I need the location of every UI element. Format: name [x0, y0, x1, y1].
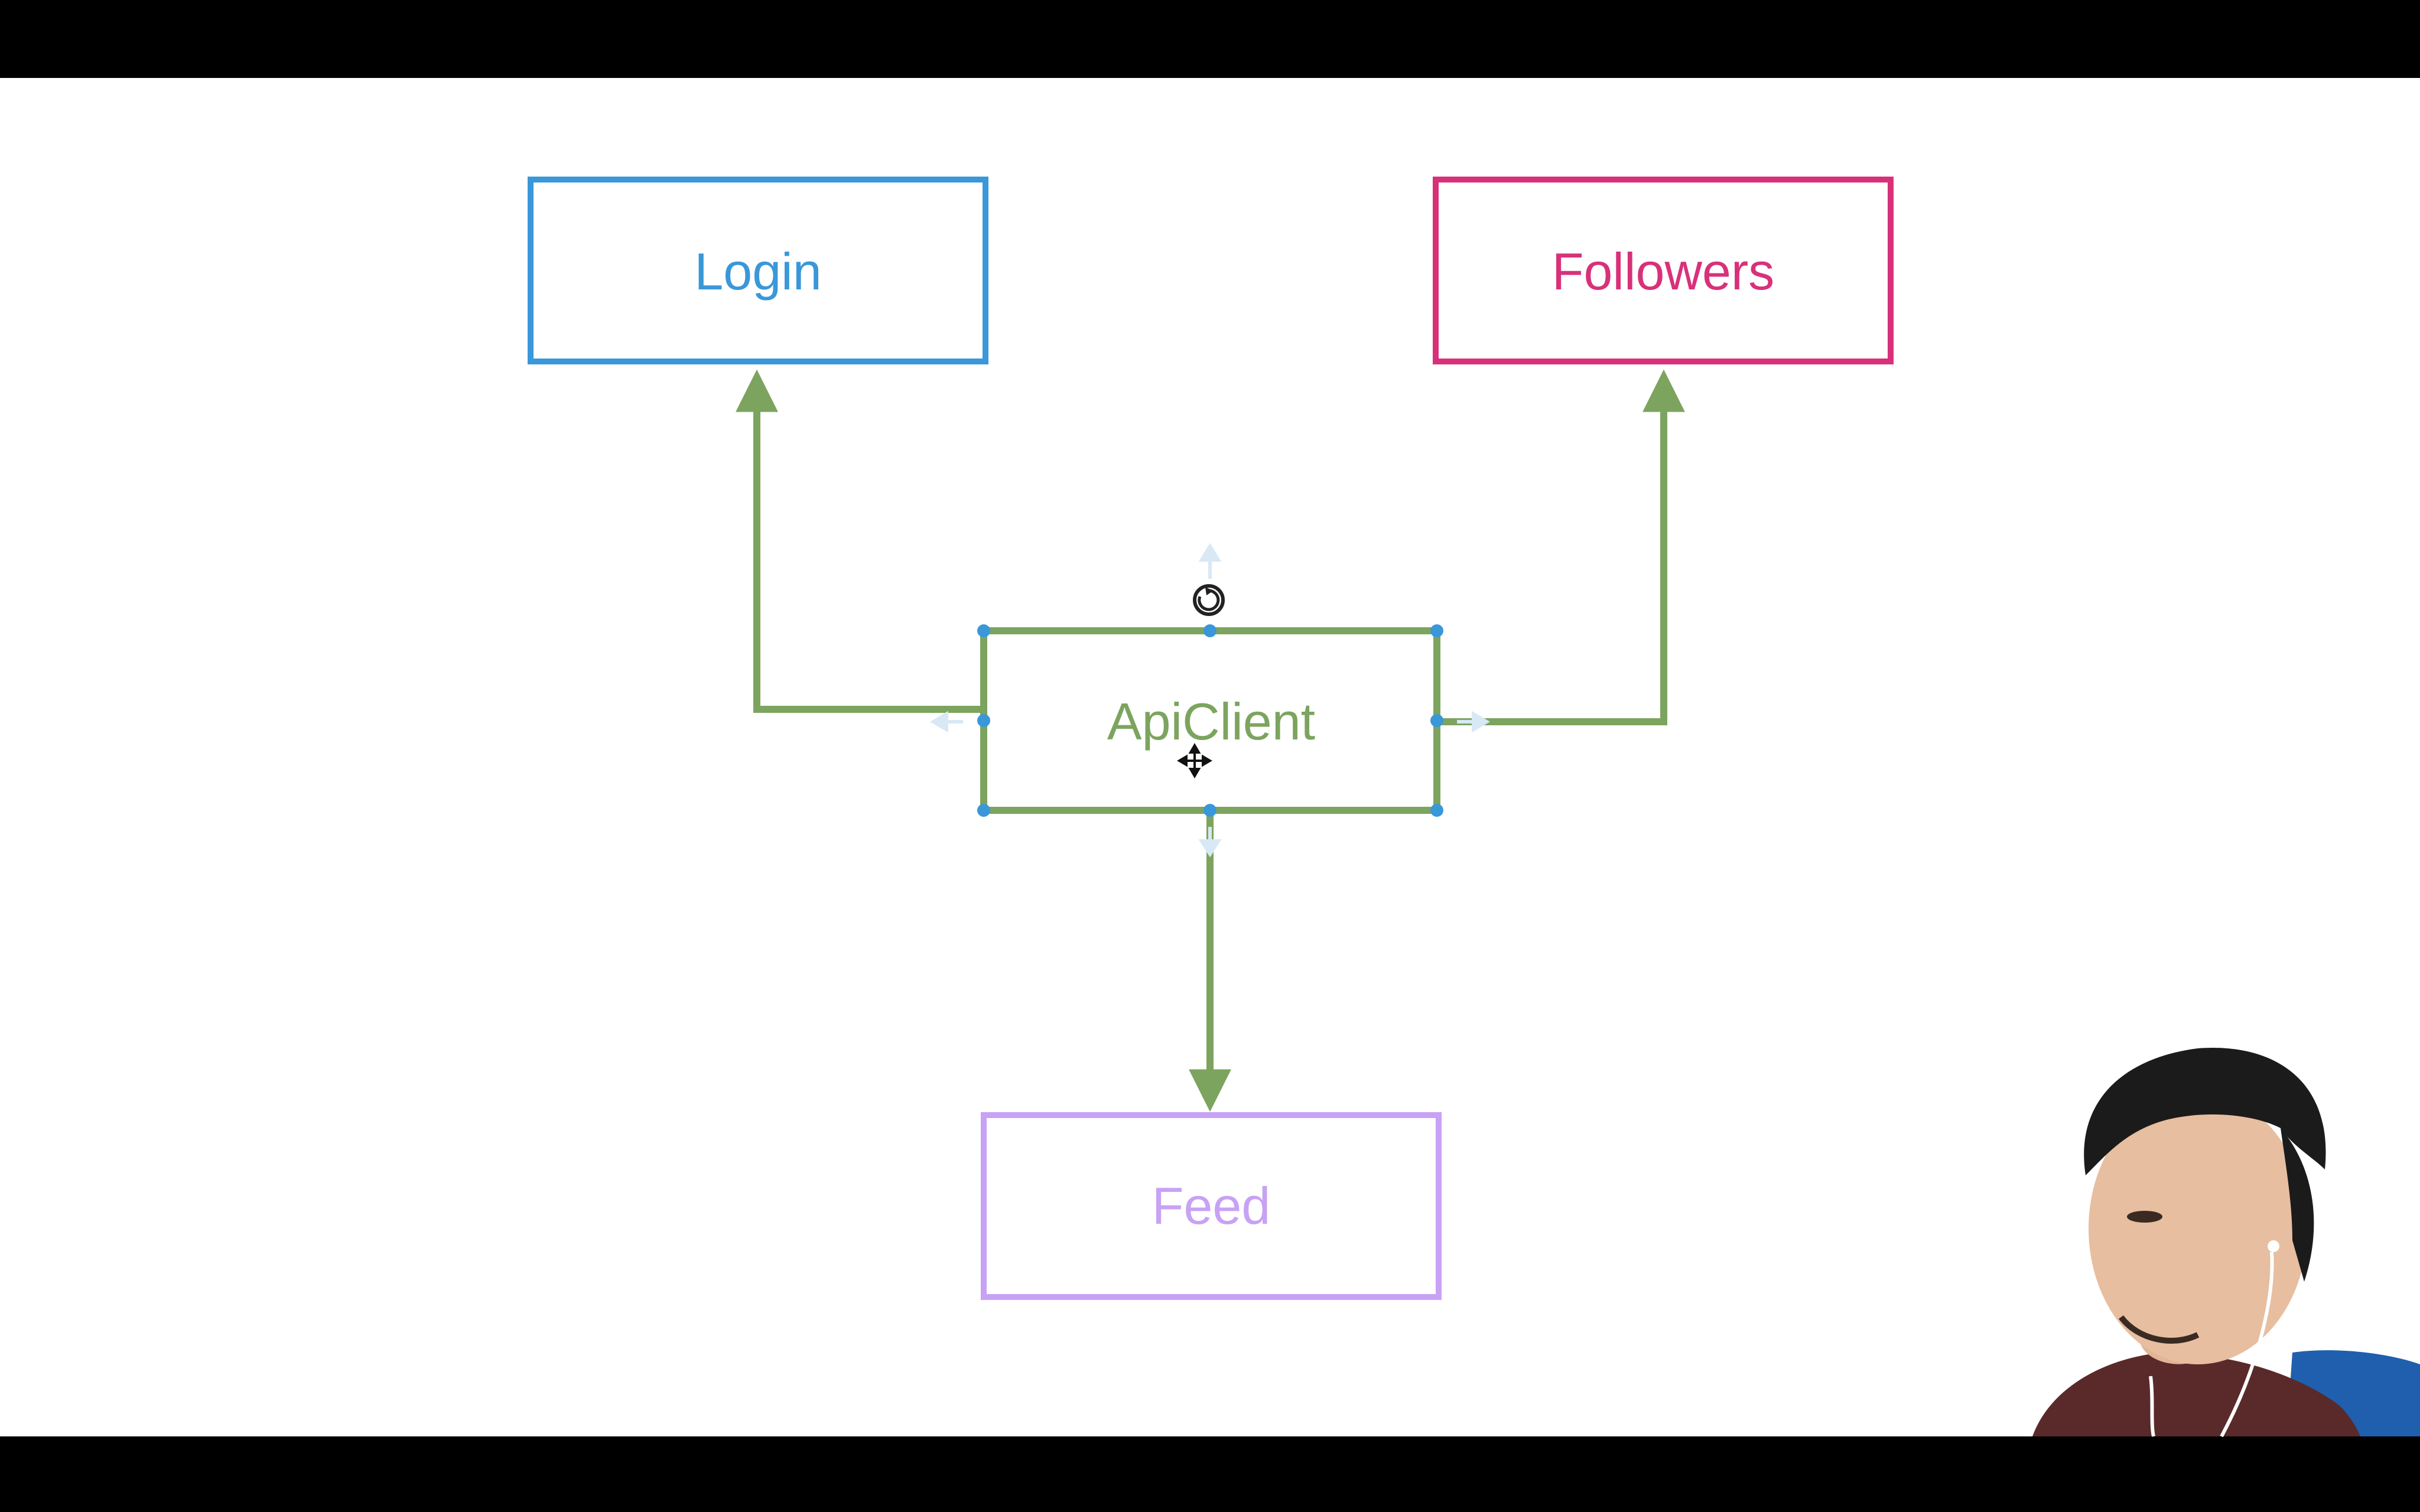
connect-down-hint-icon[interactable] — [1198, 827, 1222, 858]
node-feed[interactable]: Feed — [981, 1112, 1442, 1300]
node-followers-label: Followers — [1552, 242, 1775, 301]
node-feed-label: Feed — [1152, 1177, 1271, 1235]
connect-up-hint-icon[interactable] — [1198, 543, 1222, 579]
resize-handle-middle-right[interactable] — [1430, 714, 1443, 727]
node-apiclient[interactable]: ApiClient — [980, 627, 1440, 814]
selection-handles[interactable] — [977, 624, 1443, 817]
connection-hint-arrows[interactable] — [930, 543, 1490, 858]
node-login-label: Login — [694, 242, 821, 301]
resize-handle-top-center[interactable] — [1204, 624, 1216, 637]
node-login[interactable]: Login — [528, 177, 988, 364]
connect-left-hint-icon[interactable] — [930, 711, 963, 733]
edge-apiclient-login[interactable] — [736, 369, 984, 713]
resize-handle-bottom-right[interactable] — [1430, 804, 1443, 817]
resize-handle-bottom-center[interactable] — [1204, 804, 1216, 817]
edge-apiclient-followers[interactable] — [1437, 369, 1685, 725]
resize-handle-middle-left[interactable] — [977, 714, 990, 727]
resize-handle-top-left[interactable] — [977, 624, 990, 637]
presenter-webcam — [2032, 1048, 2420, 1438]
resize-handle-top-right[interactable] — [1430, 624, 1443, 637]
node-apiclient-label: ApiClient — [1107, 692, 1315, 751]
node-followers[interactable]: Followers — [1433, 177, 1894, 364]
connect-right-hint-icon[interactable] — [1457, 711, 1490, 733]
rotate-handle-icon[interactable] — [1193, 584, 1225, 616]
resize-handle-bottom-left[interactable] — [977, 804, 990, 817]
move-cursor-icon — [1177, 743, 1212, 778]
